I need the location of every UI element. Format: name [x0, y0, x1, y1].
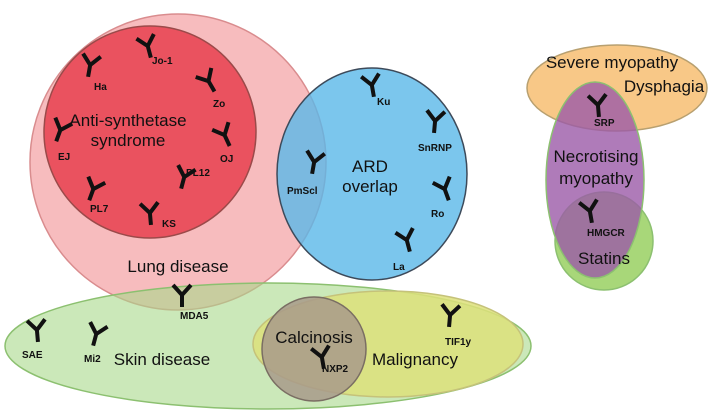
antibody-srp: SRP: [586, 92, 615, 129]
antibody-label-mi2: Mi2: [84, 354, 101, 365]
antibody-tif1y: TIF1y: [438, 302, 472, 348]
necrotising-label-line1: Necrotising: [553, 147, 638, 166]
antibody-pl12: PL12: [170, 163, 210, 193]
antibody-mda5: MDA5: [171, 283, 209, 322]
lung-disease-label: Lung disease: [127, 257, 228, 276]
antibody-label-pl7: PL7: [90, 204, 109, 215]
calcinosis-label: Calcinosis: [275, 328, 352, 347]
antibody-sae: SAE: [22, 317, 49, 361]
skin-disease-label: Skin disease: [114, 350, 210, 369]
antibody-label-oj: OJ: [220, 154, 233, 165]
antibody-pl7: PL7: [78, 174, 109, 215]
antibody-snrnp: SnRNP: [418, 108, 452, 154]
antibody-pmscl: PmScl: [287, 148, 327, 197]
antibody-label-sae: SAE: [22, 350, 43, 361]
antibody-label-tif1y: TIF1y: [445, 337, 472, 348]
antibody-oj: OJ: [210, 120, 240, 165]
antibody-la: La: [393, 226, 421, 273]
antibody-label-srp: SRP: [594, 118, 615, 129]
antibody-label-jo1: Jo-1: [152, 56, 173, 67]
antibody-mi2: Mi2: [82, 320, 110, 365]
antibody-label-zo: Zo: [213, 99, 225, 110]
malignancy-label: Malignancy: [372, 350, 458, 369]
antibody-label-pl12: PL12: [186, 168, 210, 179]
severe-myopathy-label: Severe myopathy: [546, 53, 679, 72]
statins-label: Statins: [578, 249, 630, 268]
antibody-label-pmscl: PmScl: [287, 186, 318, 197]
antibody-hmgcr: HMGCR: [577, 197, 626, 239]
antibody-ha: Ha: [77, 51, 107, 93]
antibody-label-ha: Ha: [94, 82, 107, 93]
antibody-jo1: Jo-1: [134, 32, 173, 67]
antibody-label-la: La: [393, 262, 405, 273]
antibody-ku: Ku: [359, 71, 390, 108]
antibody-label-ks: KS: [162, 219, 176, 230]
antibody-ro: Ro: [430, 174, 460, 220]
antibody-nxp2: NXP2: [309, 343, 349, 375]
dysphagia-label: Dysphagia: [624, 77, 705, 96]
antibody-label-nxp2: NXP2: [322, 364, 349, 375]
anti-synthetase-label-line2: syndrome: [91, 131, 166, 150]
ard-overlap-region: [276, 67, 468, 281]
antibody-label-hmgcr: HMGCR: [587, 228, 626, 239]
antibody-zo: Zo: [193, 65, 225, 110]
antibody-label-ej: EJ: [58, 152, 70, 163]
antibody-label-ku: Ku: [377, 97, 390, 108]
antibody-label-mda5: MDA5: [180, 311, 209, 322]
necrotising-label-line2: myopathy: [559, 169, 633, 188]
antibody-label-ro: Ro: [431, 209, 444, 220]
antibody-ks: KS: [138, 200, 176, 230]
ard-label-line1: ARD: [352, 157, 388, 176]
antibody-label-snrnp: SnRNP: [418, 143, 452, 154]
anti-synthetase-label-line1: Anti-synthetase: [69, 111, 186, 130]
necrotising-myopathy-region: [545, 81, 645, 279]
ard-label-line2: overlap: [342, 177, 398, 196]
antibody-ej: EJ: [45, 115, 75, 163]
